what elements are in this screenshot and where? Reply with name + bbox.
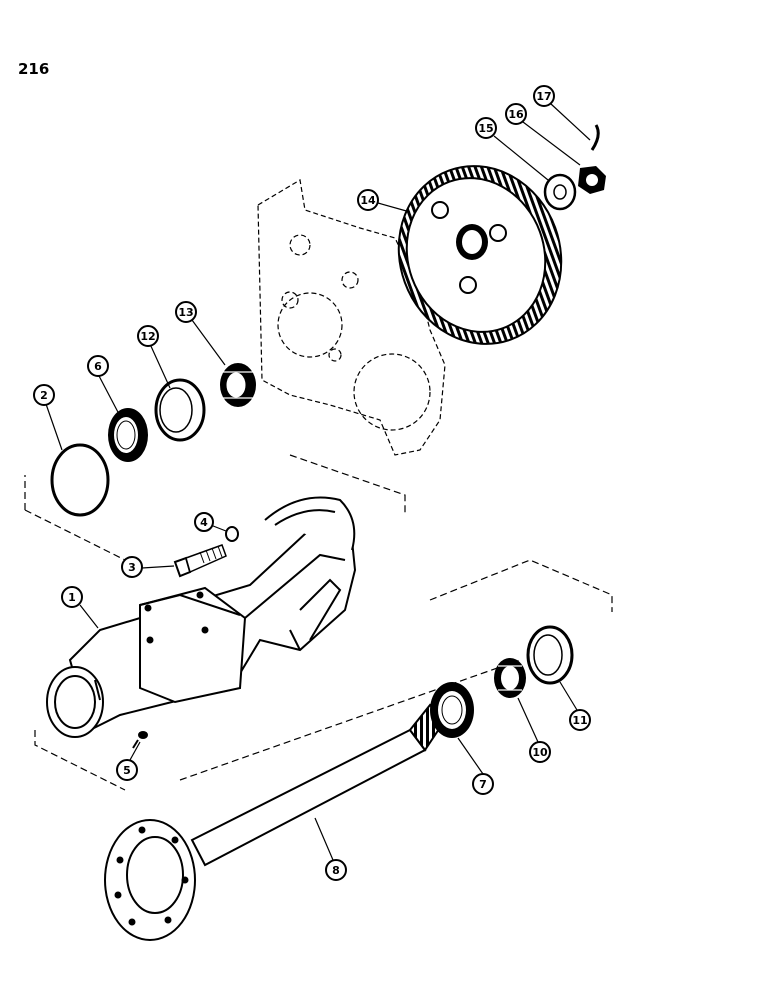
callout-13: 13 — [175, 301, 197, 323]
callout-6: 6 — [87, 355, 109, 377]
callout-8: 8 — [325, 859, 347, 881]
svg-text:17: 17 — [536, 90, 551, 103]
svg-text:5: 5 — [123, 764, 131, 777]
callout-12: 12 — [137, 325, 159, 347]
lock-washer-part-4 — [225, 526, 239, 542]
svg-text:10: 10 — [532, 746, 548, 759]
o-ring-part-2 — [50, 443, 110, 517]
svg-text:16: 16 — [508, 108, 524, 121]
svg-text:14: 14 — [360, 194, 376, 207]
callout-16: 16 — [505, 103, 527, 125]
mounting-plate-outline — [257, 179, 446, 456]
callout-1: 1 — [61, 586, 83, 608]
screw-part-5 — [132, 731, 148, 749]
callout-2: 2 — [33, 384, 55, 406]
leader-lines — [45, 103, 591, 861]
svg-text:7: 7 — [479, 778, 487, 791]
svg-text:8: 8 — [332, 864, 340, 877]
callout-7: 7 — [472, 773, 494, 795]
svg-text:4: 4 — [200, 516, 208, 529]
bearing-cone-part-10 — [494, 658, 526, 698]
svg-text:15: 15 — [478, 122, 493, 135]
bearing-cone-part-13 — [220, 363, 256, 407]
page-number: 216 — [18, 60, 50, 78]
svg-text:2: 2 — [40, 389, 48, 402]
svg-text:11: 11 — [572, 714, 587, 727]
callout-11: 11 — [569, 709, 591, 731]
callout-3: 3 — [121, 556, 143, 578]
callout-15: 15 — [475, 117, 497, 139]
callout-17: 17 — [533, 85, 555, 107]
svg-text:12: 12 — [140, 330, 155, 343]
callout-4: 4 — [194, 512, 214, 532]
group-line-upper — [24, 454, 406, 561]
axle-housing-part-1 — [46, 496, 357, 738]
bearing-cup-part-11 — [526, 625, 574, 685]
bearing-cup-part-12 — [154, 378, 206, 442]
svg-text:3: 3 — [128, 561, 136, 574]
seal-part-7 — [430, 682, 474, 738]
callout-14: 14 — [357, 189, 379, 211]
svg-text:1: 1 — [68, 591, 76, 604]
large-gear-part-14 — [397, 165, 563, 345]
svg-text:6: 6 — [94, 360, 102, 373]
washer-part-15 — [543, 173, 577, 211]
callout-5: 5 — [116, 759, 138, 781]
seal-part-6 — [108, 408, 148, 462]
bolt-part-3 — [173, 544, 227, 578]
axle-shaft-part-8 — [104, 703, 447, 941]
cotter-pin-part-17 — [590, 124, 600, 151]
svg-text:13: 13 — [178, 306, 193, 319]
callout-10: 10 — [529, 741, 551, 763]
group-line-lower — [34, 559, 613, 791]
castle-nut-part-16 — [578, 166, 606, 194]
